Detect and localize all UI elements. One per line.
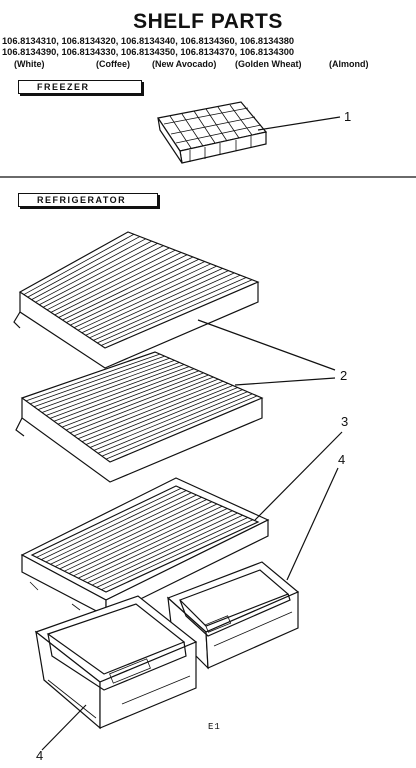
shelf-wire (23, 233, 135, 295)
shelf-slat (87, 512, 238, 584)
shelf-wire (85, 385, 233, 445)
color-label-white: (White) (14, 59, 45, 69)
shelf-wire (77, 380, 224, 440)
color-label-coffee: (Coffee) (96, 59, 130, 69)
callout-4-right: 4 (338, 452, 346, 467)
shelf-slat (54, 496, 202, 567)
shelf-wire (46, 247, 170, 311)
page-title: SHELF PARTS (133, 10, 283, 33)
shelf-wire (97, 391, 248, 454)
crisper-pan-left (34, 595, 198, 730)
callout-4-left: 4 (36, 748, 44, 763)
shelf-slat (50, 494, 197, 565)
shelf-wire (42, 245, 164, 308)
shelf-wire (66, 258, 200, 323)
model-numbers-line-2: 106.8134390, 106.8134330, 106.8134350, 1… (2, 47, 295, 57)
shelf-wire (33, 357, 170, 408)
shelf-wire (93, 274, 241, 341)
shelf-slat (101, 519, 254, 591)
shelf-wire (100, 279, 253, 346)
shelf-wire (65, 374, 209, 431)
leader-line-1 (257, 116, 341, 131)
shelf-wire (93, 389, 243, 451)
refrigerator-section-label: REFRIGERATOR (18, 193, 158, 207)
shelf-wire (62, 256, 194, 321)
leader-line-2a (197, 319, 336, 371)
shelf-wire (77, 265, 217, 331)
color-label-golden-wheat: (Golden Wheat) (235, 59, 302, 69)
wire-shelf-lower (15, 351, 264, 483)
color-label-almond: (Almond) (329, 59, 369, 69)
ice-cube-tray (157, 101, 268, 164)
shelf-slat (64, 501, 213, 572)
freezer-section-label: FREEZER (18, 80, 142, 94)
shelf-wire (25, 353, 160, 402)
shelf-slat (82, 510, 233, 581)
shelf-slat (96, 517, 248, 588)
shelf-wire (73, 263, 211, 328)
model-numbers-line-1: 106.8134310, 106.8134320, 106.8134340, 1… (2, 36, 295, 46)
leader-line-4a (286, 467, 339, 581)
color-label-new-avocado: (New Avocado) (152, 59, 217, 69)
wire-shelf-upper (13, 231, 260, 369)
shelf-wire (69, 376, 214, 434)
shelf-wire (31, 238, 146, 300)
shelf-slat (73, 505, 223, 577)
shelf-slat (78, 508, 228, 579)
shelf-wire (54, 252, 182, 316)
shelf-wire (73, 378, 219, 437)
shelf-wire (81, 267, 223, 334)
shelf-slat (59, 499, 207, 570)
leader-line-3 (254, 431, 343, 521)
shelf-wire (41, 362, 180, 413)
callout-2: 2 (340, 368, 348, 383)
leader-line-2b (234, 377, 336, 386)
shelf-wire (35, 240, 152, 303)
shelf-wire (89, 272, 235, 339)
shelf-wire (101, 393, 253, 457)
shelf-wire (29, 355, 165, 405)
shelf-wire (39, 243, 158, 306)
shelf-slat (36, 487, 182, 558)
crisper-pan-right (166, 561, 300, 670)
shelf-slat (41, 490, 187, 560)
shelf-wire (53, 368, 195, 422)
shelf-slat (91, 514, 243, 586)
shelf-wire (45, 364, 185, 416)
figure-label: E1 (208, 722, 221, 732)
shelf-wire (85, 270, 229, 336)
shelf-wire (89, 387, 238, 448)
crisper-cover-shelf (20, 477, 270, 617)
shelf-wire (61, 372, 204, 428)
shelf-wire (105, 395, 258, 460)
shelf-wire (81, 382, 229, 443)
shelf-wire (27, 236, 141, 298)
shelf-slat (68, 503, 218, 574)
shelf-wire (49, 366, 190, 419)
shelf-wire (97, 277, 247, 344)
shelf-wire (70, 261, 205, 326)
shelf-wire (57, 370, 199, 425)
shelf-wire (58, 254, 188, 318)
callout-1: 1 (344, 109, 352, 124)
shelf-slat (45, 492, 192, 563)
leader-line-4b (41, 704, 87, 751)
shelf-wire (50, 249, 176, 313)
callout-3: 3 (341, 414, 349, 429)
shelf-wire (37, 359, 175, 411)
